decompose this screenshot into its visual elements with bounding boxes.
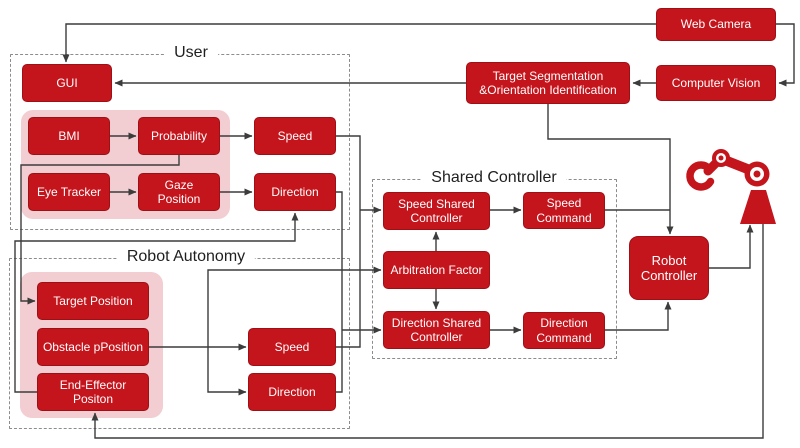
node-gui: GUI — [22, 64, 112, 102]
node-gaze-position: Gaze Position — [138, 173, 220, 211]
node-target-segmentation: Target Segmentation &Orientation Identif… — [466, 62, 630, 104]
node-speed-shared-controller: Speed Shared Controller — [383, 192, 490, 230]
shared-controller-container-title: Shared Controller — [421, 169, 567, 187]
node-obstacle-position: Obstacle pPosition — [37, 328, 149, 366]
user-container-title: User — [164, 44, 218, 62]
robot-autonomy-container-title: Robot Autonomy — [116, 248, 256, 266]
node-computer-vision: Computer Vision — [656, 65, 776, 101]
node-end-effector-position: End-Effector Positon — [37, 373, 149, 411]
node-speed-command: Speed Command — [523, 192, 605, 229]
node-speed-autonomy: Speed — [248, 328, 336, 366]
node-speed-user: Speed — [254, 117, 336, 155]
node-bmi: BMI — [28, 117, 110, 155]
node-direction-autonomy: Direction — [248, 373, 336, 411]
node-direction-command: Direction Command — [523, 312, 605, 349]
node-direction-shared-controller: Direction Shared Controller — [383, 311, 490, 349]
node-probability: Probability — [138, 117, 220, 155]
robot-arm-icon — [686, 149, 776, 224]
node-robot-controller: Robot Controller — [629, 236, 709, 300]
node-direction-user: Direction — [254, 173, 336, 211]
node-eye-tracker: Eye Tracker — [28, 173, 110, 211]
node-target-position: Target Position — [37, 282, 149, 320]
node-arbitration-factor: Arbitration Factor — [383, 251, 490, 289]
node-web-camera: Web Camera — [656, 8, 776, 41]
